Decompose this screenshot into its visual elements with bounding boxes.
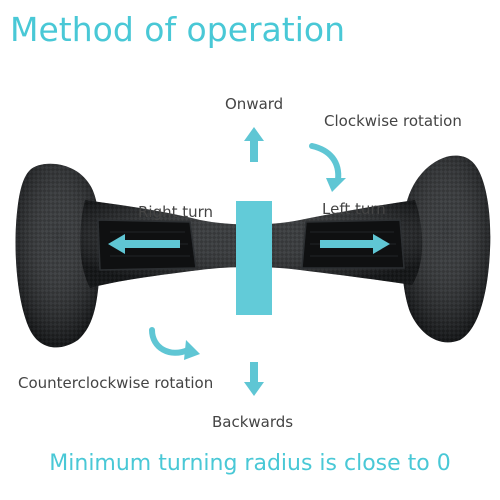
clockwise-label: Clockwise rotation	[324, 112, 462, 130]
onward-label: Onward	[225, 95, 284, 113]
right-turn-arrow-icon	[108, 234, 180, 254]
right-turn-label: Right turn	[138, 203, 214, 221]
center-bar	[236, 201, 272, 315]
clockwise-arrow-icon	[309, 143, 346, 192]
page-title: Method of operation	[10, 10, 345, 49]
right-wheel	[401, 155, 491, 343]
left-wheel	[15, 163, 101, 348]
left-turn-label: Left turn	[322, 200, 386, 218]
left-turn-arrow-icon	[320, 234, 390, 254]
backwards-label: Backwards	[212, 413, 294, 431]
counterclockwise-arrow-icon	[149, 327, 200, 360]
onward-arrow-icon	[244, 127, 264, 162]
backwards-arrow-icon	[244, 362, 264, 396]
turning-radius-caption: Minimum turning radius is close to 0	[49, 451, 451, 476]
counterclockwise-label: Counterclockwise rotation	[18, 374, 214, 392]
